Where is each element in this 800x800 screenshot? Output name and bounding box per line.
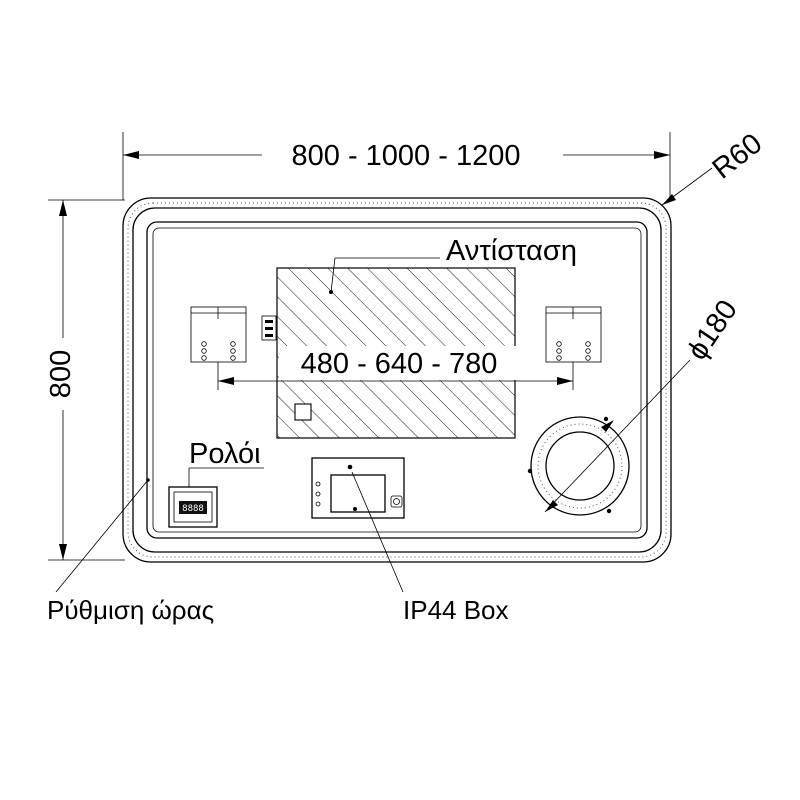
spacing-dimension-label: 480 - 640 - 780 — [301, 348, 498, 380]
time-setting-callout: Ρύθμιση ώρας — [47, 478, 214, 625]
heater-label: Αντίσταση — [446, 235, 577, 267]
box-callout: IP44 Box — [351, 471, 509, 625]
switch-block — [261, 315, 277, 341]
clock-label: Ρολόι — [189, 438, 261, 470]
box-label: IP44 Box — [403, 595, 509, 625]
corner-radius-callout: R60 — [661, 128, 769, 206]
clock-module: 8888 — [168, 486, 218, 528]
heater-callout: Αντίσταση — [329, 235, 577, 294]
time-setting-label: Ρύθμιση ώρας — [47, 595, 214, 625]
ip44-box — [311, 457, 405, 519]
width-dimension-label: 800 - 1000 - 1200 — [292, 140, 521, 172]
clock-callout: Ρολόι — [188, 438, 264, 487]
diameter-callout: ϕ180 — [544, 294, 744, 513]
spacing-dimension: 480 - 640 - 780 — [217, 346, 574, 390]
right-bracket — [545, 306, 602, 363]
height-dimension: 800 — [45, 199, 125, 561]
width-dimension: 800 - 1000 - 1200 — [122, 132, 671, 200]
height-dimension-label: 800 — [45, 350, 77, 398]
defogger-ring — [527, 416, 630, 516]
left-bracket — [190, 306, 247, 363]
clock-display: 8888 — [182, 504, 204, 514]
diameter-label: ϕ180 — [681, 294, 744, 365]
corner-radius-label: R60 — [707, 128, 769, 186]
